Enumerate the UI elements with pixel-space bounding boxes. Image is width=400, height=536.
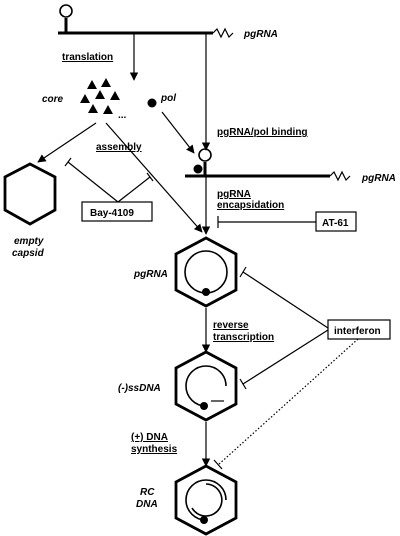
- stage-ssdna-label: (-)ssDNA: [118, 383, 161, 394]
- pgrna-pol-complex: [185, 148, 351, 182]
- encapsidation-label-2: encapsidation: [217, 200, 284, 211]
- pgrna-strand-top: [58, 4, 234, 39]
- rcdna-outer-strand: [185, 479, 227, 521]
- ellipsis: ...: [118, 110, 127, 121]
- bay-box: [81, 201, 153, 222]
- pol-label: pol: [160, 93, 176, 104]
- ssdna-capsid-hexagon: [174, 350, 238, 422]
- dna-label-1: (+) DNA: [131, 432, 168, 443]
- pgrna-right-label: pgRNA: [361, 173, 396, 184]
- empty-label-1: empty: [14, 236, 44, 247]
- empty-capsid-hexagon: [3, 162, 57, 226]
- rcdna-capsid-pol: [200, 516, 208, 524]
- pgrna-capsid-hexagon: [174, 236, 238, 308]
- pgrna-capsid-pol: [202, 288, 210, 296]
- encapsidation-label-1: pgRNA: [217, 189, 251, 200]
- core-protein-triangles: [80, 78, 120, 114]
- dna-label-2: synthesis: [131, 444, 178, 455]
- stage-pgrna-label: pgRNA: [133, 269, 168, 280]
- assembly-arrow-empty: [37, 122, 97, 163]
- translation-label: translation: [62, 52, 113, 63]
- pol-binding-arrow: [161, 111, 195, 154]
- ssdna-capsid-pol: [200, 402, 208, 410]
- bay-label: Bay-4109: [90, 208, 134, 219]
- rcdna-inner-strand: [191, 483, 223, 517]
- binding-label: pgRNA/pol binding: [217, 127, 308, 138]
- bay-inhibition-lines: [64, 157, 154, 203]
- at61-label: AT-61: [322, 218, 349, 229]
- pgrna-top-label: pgRNA: [243, 29, 278, 40]
- rt-label-2: transcription: [213, 332, 274, 343]
- assembly-arrow-capsid: [105, 122, 203, 233]
- interferon-inhibition-lines: [213, 266, 359, 470]
- polymerase-dot: [147, 98, 157, 108]
- at61-box: [315, 211, 357, 232]
- rcdna-capsid-hexagon: [174, 464, 238, 536]
- core-label: core: [42, 94, 64, 105]
- assembly-label: assembly: [96, 142, 142, 153]
- ssdna-capsid-strand: [185, 365, 227, 407]
- rc-label-1: RC: [140, 487, 155, 498]
- interferon-box: [327, 319, 391, 340]
- rt-label-1: reverse: [213, 320, 249, 331]
- rc-label-2: DNA: [136, 499, 158, 510]
- interferon-label: interferon: [334, 326, 381, 337]
- empty-label-2: capsid: [12, 248, 45, 259]
